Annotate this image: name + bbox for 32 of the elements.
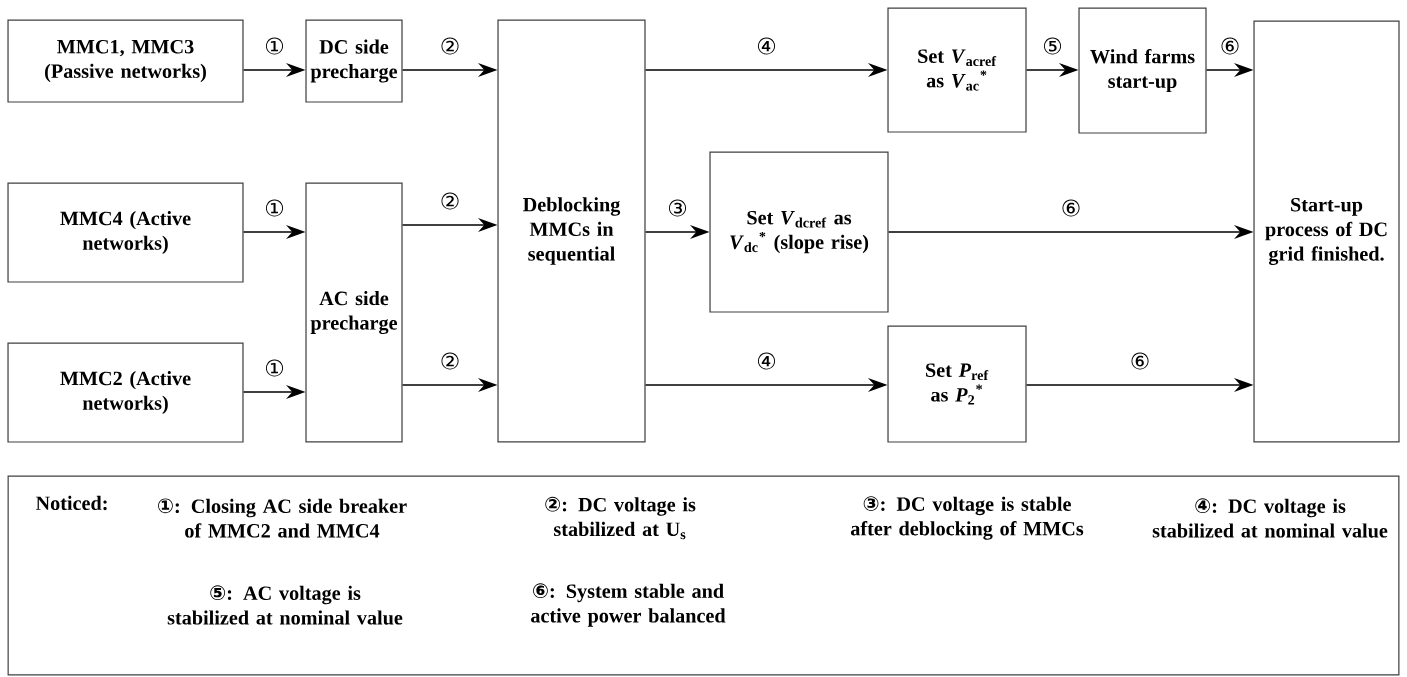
process-box: DC side precharge — [305, 19, 403, 103]
notes-heading: Noticed: — [35, 495, 107, 511]
edge-label: ① — [262, 357, 287, 379]
edge-label: ② — [438, 350, 462, 372]
edge-label: ④ — [754, 350, 779, 372]
note-text: ④: DC voltage is stabilized at nominal value — [1152, 498, 1388, 538]
note-text: ②: DC voltage is stabilized at U$_{s}$ — [545, 496, 696, 540]
note-text: ③: DC voltage is stable after deblocking of MMCs — [850, 496, 1084, 540]
note-text: ⑥: System stable and active power balanced — [531, 583, 726, 627]
process-box: AC side precharge — [305, 182, 403, 443]
edge-label: ⑥ — [1128, 350, 1152, 372]
process-box: Start-up process of DC grid finished. — [1253, 20, 1400, 443]
edge-label: ① — [262, 197, 287, 219]
process-box: MMC4 (Active networks) — [7, 182, 244, 283]
process-box: Deblocking MMCs in sequential — [497, 19, 646, 443]
note-text: ⑤: AC voltage is stabilized at nominal value — [167, 585, 403, 625]
notes-box — [7, 475, 1400, 676]
edge-label: ② — [438, 190, 462, 212]
process-box: MMC1, MMC3 (Passive networks) — [7, 19, 244, 103]
process-box: Set V$_{dcref}$ as V$_{dc}$$^{*}$ (slope rise) — [709, 151, 889, 313]
process-box: Set V$_{acref}$ as V$_{ac}$* — [887, 7, 1027, 133]
edge-label: ③ — [665, 197, 690, 219]
edge-label: ⑥ — [1218, 35, 1242, 57]
process-box: MMC2 (Active networks) — [7, 342, 244, 443]
note-text: ①: Closing AC side breaker of MMC2 and MMC4 — [158, 498, 407, 538]
edge-label: ④ — [754, 35, 779, 57]
process-box: Set P$_{ref}$ as P$_{2}$* — [887, 325, 1027, 443]
edge-label: ⑥ — [1059, 197, 1083, 219]
edge-label: ② — [438, 35, 462, 57]
process-box: Wind farms start-up — [1078, 7, 1207, 134]
edge-label: ① — [262, 35, 287, 57]
edge-label: ⑤ — [1040, 35, 1065, 57]
